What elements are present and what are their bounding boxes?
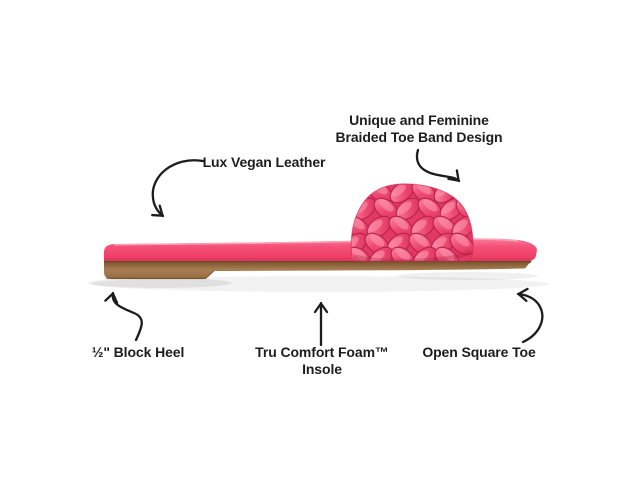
- arrow-block-heel: [104, 291, 143, 342]
- callout-block-heel: ½" Block Heel: [92, 344, 185, 361]
- product-shadow: [88, 272, 548, 292]
- callout-open-toe-label: Open Square Toe: [422, 344, 536, 360]
- callout-insole: Tru Comfort Foam™ Insole: [255, 344, 389, 378]
- braided-toe-band: [350, 183, 474, 262]
- callout-vegan-leather: Lux Vegan Leather: [203, 154, 326, 171]
- callout-braided-band-line1: Unique and Feminine: [349, 112, 489, 128]
- arrow-open-toe: [516, 287, 544, 344]
- callout-insole-line1: Tru Comfort Foam™: [255, 344, 389, 360]
- callout-arrows: [104, 148, 544, 347]
- arrow-lux-vegan-leather: [151, 159, 205, 218]
- callout-insole-line2: Insole: [302, 361, 342, 377]
- callout-vegan-leather-label: Lux Vegan Leather: [202, 154, 326, 170]
- callout-braided-band-line2: Braided Toe Band Design: [335, 129, 503, 145]
- arrow-braided-band: [415, 148, 461, 183]
- callout-open-toe: Open Square Toe: [422, 344, 535, 361]
- callout-braided-band: Unique and Feminine Braided Toe Band Des…: [335, 112, 502, 146]
- callout-block-heel-label: ½" Block Heel: [91, 344, 185, 360]
